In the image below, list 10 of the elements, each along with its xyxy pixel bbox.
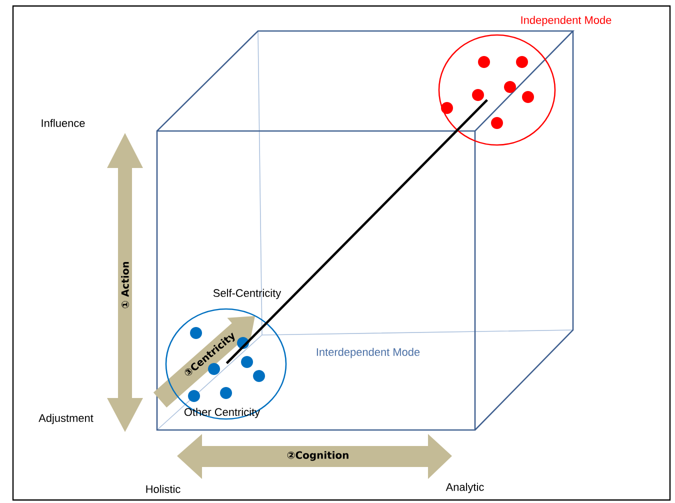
arrow-label: ②Cognition	[287, 451, 348, 461]
axis-label: Analytic	[446, 482, 484, 494]
axis-label: Self-Centricity	[213, 288, 282, 300]
axis-label: Adjustment	[38, 414, 94, 424]
arrow-label: ① Action	[121, 262, 129, 308]
axis-label: Holistic	[146, 484, 180, 494]
connector-line	[226, 99, 488, 364]
mode-label: Interdependent Mode	[316, 348, 420, 358]
axis-label: Influence	[42, 118, 85, 128]
mode-label: Independent Mode	[521, 16, 612, 26]
